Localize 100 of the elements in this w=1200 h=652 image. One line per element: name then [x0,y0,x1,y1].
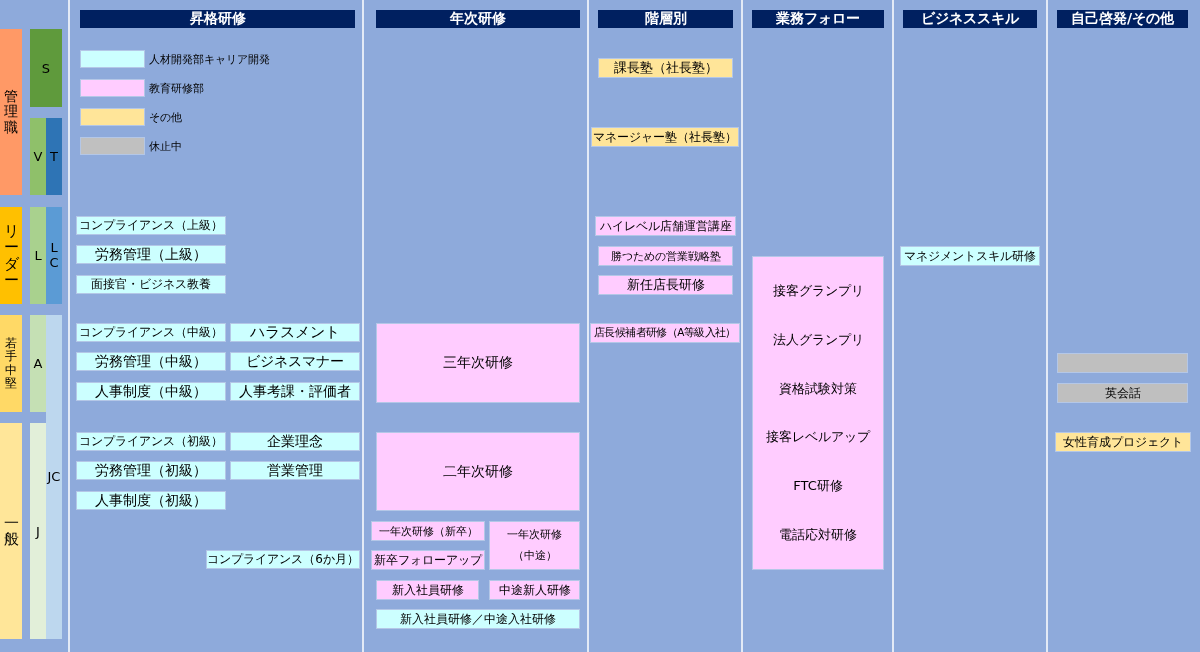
course-label: ハイレベル店舗運営講座 [599,218,732,234]
legend-label: 人材開発部キャリア開発 [149,52,270,67]
course-label: 人事制度（初級） [95,491,207,510]
course-label: 女性育成プロジェクト [1063,433,1183,451]
header-text: ビジネススキル [921,10,1019,28]
header-text: 業務フォロー [776,10,860,28]
course-box [76,491,226,510]
course-box [76,245,226,264]
course-box [230,323,360,342]
course-label: 面接官・ビジネス教養 [91,276,211,293]
course-box [230,352,360,371]
course-box [76,352,226,371]
course-label: 新卒フォローアップ [374,551,482,569]
column-header [376,10,580,28]
course-box [376,323,580,403]
header-text: 自己啓発/その他 [1070,10,1175,28]
grade-band [0,315,22,412]
header-text: 昇格研修 [189,10,246,28]
course-label: ハラスメント [250,323,340,342]
course-label: 新任店長研修 [626,276,705,294]
course-label: 企業理念 [267,432,323,451]
header-text: 年次研修 [450,10,506,28]
grade-band [0,29,22,195]
header-text: 階層別 [644,10,687,28]
course-label: 営業管理 [267,461,323,480]
course-label: 新入社員研修 [391,581,464,599]
course-box [376,609,580,629]
course-label: 接客グランプリ [772,282,864,301]
grade-label: 一般 [3,514,19,548]
course-box [230,432,360,451]
course-label: コンプライアンス（上級） [79,217,223,234]
grade-label: T [50,149,58,164]
grade-band [30,118,46,195]
course-box [598,275,733,295]
column-header [598,10,733,28]
course-box [1057,353,1188,373]
course-box [598,246,733,266]
course-box [230,461,360,480]
course-label: 課長塾（社長塾） [613,59,718,77]
course-box [76,382,226,401]
grade-label: 管理職 [4,88,18,136]
course-box [376,432,580,511]
course-label: ビジネスマナー [246,352,344,371]
course-label: FTC研修 [793,476,843,495]
course-label: 勝つための営業戦略塾 [610,248,721,264]
grade-band [30,29,62,107]
course-label: 法人グランプリ [772,331,864,349]
course-box [489,580,580,600]
grade-band [30,207,46,304]
legend-label: 教育研修部 [149,81,204,96]
course-box [489,521,580,570]
course-label: 三年次研修 [443,354,513,372]
grade-band [46,207,62,304]
course-label: 二年次研修 [443,462,513,481]
course-box [1057,383,1188,403]
grade-band [0,423,22,639]
course-label: 英会話 [1104,384,1141,402]
column-header [1057,10,1188,28]
column-header [752,10,884,28]
course-label: 接客レベルアップ [766,428,870,447]
legend-label: 休止中 [149,139,182,154]
course-label: 新入社員研修／中途入社研修 [400,610,556,628]
course-label: 人事制度（中級） [95,382,207,401]
grade-band [46,118,62,195]
grade-band [30,315,46,412]
course-box [376,580,479,600]
course-label: 資格試験対策 [779,379,857,398]
grade-label: S [41,60,51,76]
grade-label: L [34,248,42,263]
grade-label: リーダー [3,222,19,289]
grade-label: 若手中堅 [5,337,17,390]
grade-label: JC [47,469,61,485]
course-label: マネージャー塾（社長塾） [593,128,737,146]
course-label: 人事考課・評価者 [239,382,351,401]
course-label: マネジメントスキル研修 [904,248,1036,264]
course-label: 店長候補者研修（A等級入社） [594,326,736,340]
course-box [1055,432,1191,452]
legend-label: その他 [149,110,182,125]
course-label: 労務管理（中級） [95,352,207,371]
course-box [76,275,226,294]
grade-band [30,423,46,639]
grade-band [46,315,62,639]
grade-label: A [33,356,43,371]
grade-band [0,207,22,304]
course-label: 中途新人研修 [498,581,571,599]
course-box [752,256,884,570]
course-label: 一年次研修（中途） [506,526,563,564]
course-box [598,58,733,78]
course-box [371,521,485,541]
course-label: 労務管理（初級） [95,461,207,480]
course-box [76,461,226,480]
grade-label: V [33,149,43,164]
grade-label: J [36,523,40,539]
course-label: 一年次研修（新卒） [378,523,478,539]
course-label: 電話応対研修 [779,525,857,544]
course-label: コンプライアンス（6か月） [207,551,359,568]
course-label: コンプライアンス（初級） [79,433,223,450]
column-header [903,10,1037,28]
course-label: 労務管理（上級） [95,245,207,264]
column-header [80,10,355,28]
